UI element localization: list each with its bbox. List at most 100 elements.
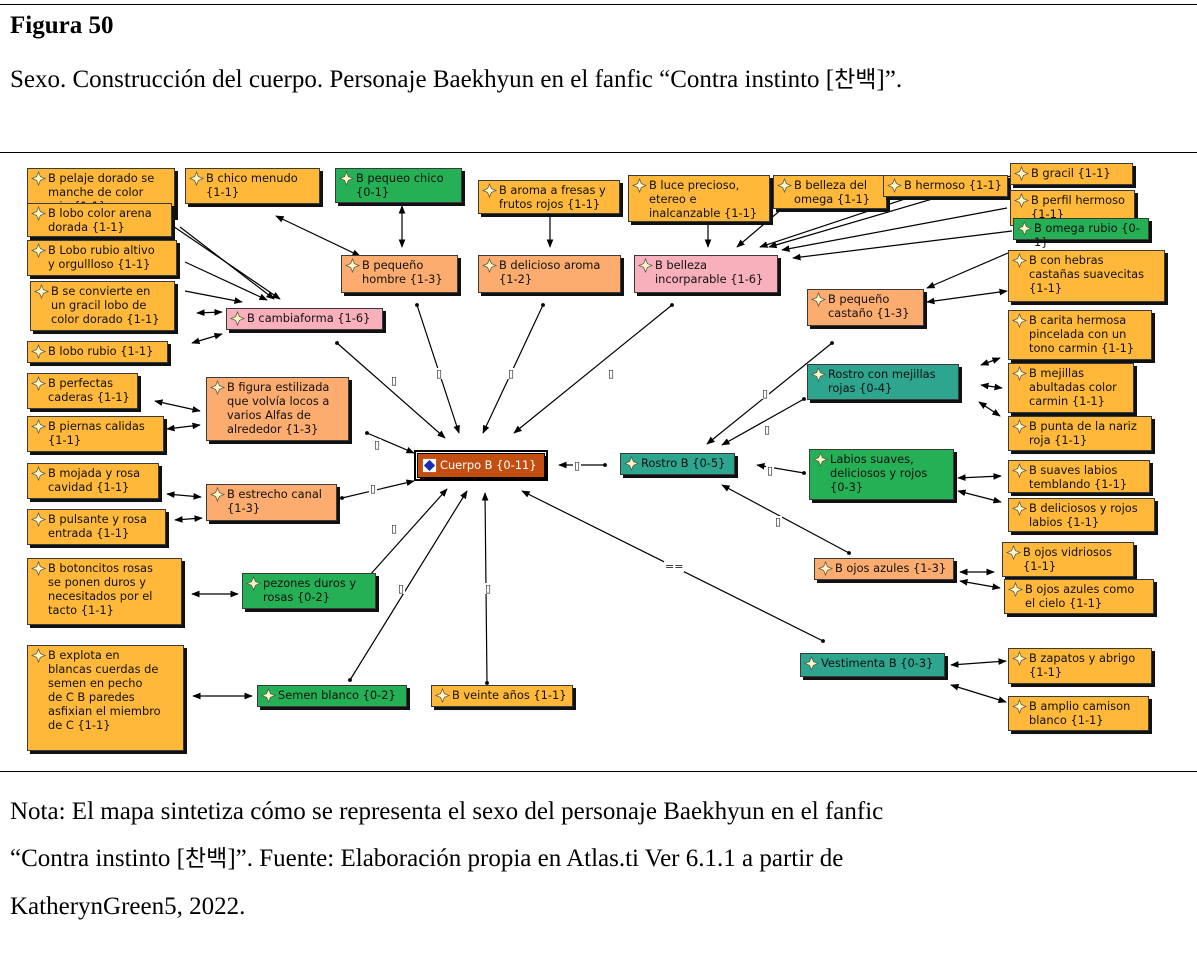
link-pezones-cuerpo: [367, 488, 448, 578]
node-label: B chico menudo {1-1}: [206, 171, 298, 199]
node-mojada-cavidad[interactable]: B mojada y rosa cavidad {1-1}: [27, 463, 159, 499]
node-label: B mejillas abultadas color carmin {1-1}: [1029, 366, 1117, 408]
node-lobo-rubio-altivo[interactable]: B Lobo rubio altivo y orgullloso {1-1}: [27, 240, 177, 276]
node-lobo-rubio[interactable]: B lobo rubio {1-1}: [27, 341, 168, 363]
node-label: Rostro B {0-5}: [641, 456, 726, 470]
node-label: B perfil hermoso {1-1}: [1031, 193, 1125, 221]
quotation-icon: [30, 465, 47, 482]
quotation-icon: [1013, 165, 1030, 182]
node-label: B mojada y rosa cavidad {1-1}: [48, 466, 141, 494]
node-cuerpo-b[interactable]: Cuerpo B {0-11}: [414, 450, 548, 481]
node-ojos-vidriosos[interactable]: B ojos vidriosos {1-1}: [1002, 542, 1134, 577]
node-luce-precioso[interactable]: B luce precioso, etereo e inalcanzable {…: [628, 175, 770, 222]
node-figura-estilizada[interactable]: B figura estilizada que volvía locos a v…: [206, 377, 349, 441]
note-text: “Contra instinto [: [10, 845, 185, 872]
quotation-icon: [1011, 418, 1028, 435]
link-hebras-castano-2: [926, 288, 1008, 305]
link-label: ▯: [390, 374, 399, 387]
node-label: B ojos azules como el cielo {1-1}: [1025, 582, 1135, 610]
node-mejillas-abultadas[interactable]: B mejillas abultadas color carmin {1-1}: [1008, 363, 1134, 413]
node-botoncitos-rosas[interactable]: B botoncitos rosas se ponen duros y nece…: [27, 558, 182, 625]
node-punta-nariz[interactable]: B punta de la nariz roja {1-1}: [1008, 416, 1152, 451]
note-text: ]”. Fuente: Elaboración propia en Atlas.…: [227, 845, 844, 872]
node-pequeno-hombre[interactable]: B pequeño hombre {1-3}: [341, 255, 458, 293]
link-label: ▯: [774, 515, 783, 528]
node-deliciosos-labios[interactable]: B deliciosos y rojos labios {1-1}: [1008, 498, 1155, 532]
quotation-icon: [817, 560, 834, 577]
figure-title: Sexo. Construcción del cuerpo. Personaje…: [10, 60, 902, 94]
node-chico-menudo[interactable]: B chico menudo {1-1}: [185, 168, 320, 204]
node-ojos-cielo[interactable]: B ojos azules como el cielo {1-1}: [1004, 579, 1154, 614]
figure-title-end: ]”.: [876, 66, 903, 93]
node-perfectas-caderas[interactable]: B perfectas caderas {1-1}: [27, 373, 138, 409]
link-label: ▯: [761, 387, 770, 400]
link-lobo-altivo-cambiaforma: [184, 261, 268, 301]
quotation-icon: [209, 486, 226, 503]
node-belleza-omega[interactable]: B belleza del omega {1-1}: [773, 175, 887, 209]
node-hebras-castanas[interactable]: B con hebras castañas suavecitas {1-1}: [1008, 250, 1165, 302]
link-semen-cuerpo: [348, 490, 468, 682]
link-labios-rostro: [756, 462, 806, 475]
node-hermoso[interactable]: B hermoso {1-1}: [883, 175, 1008, 197]
quotation-icon: [30, 560, 47, 577]
node-pezones[interactable]: pezones duros y rosas {0-2}: [242, 573, 376, 609]
node-rostro-b[interactable]: Rostro B {0-5}: [620, 453, 735, 475]
node-rostro-mejillas[interactable]: Rostro con mejillas rojas {0-4}: [807, 364, 959, 400]
node-delicioso-aroma[interactable]: B delicioso aroma {1-2}: [478, 255, 621, 293]
link-lobo-rubio-cambiaforma: [191, 332, 223, 345]
node-vestimenta[interactable]: Vestimenta B {0-3}: [800, 653, 945, 677]
node-aroma-fresas[interactable]: B aroma a fresas y frutos rojos {1-1}: [478, 180, 620, 214]
link-label: ▯: [390, 522, 399, 535]
node-lobo-arena[interactable]: B lobo color arena dorada {1-1}: [27, 203, 172, 237]
figure-number: Figura 50: [10, 12, 114, 39]
node-explota[interactable]: B explota en blancas cuerdas de semen en…: [27, 645, 184, 751]
quotation-icon: [344, 257, 361, 274]
quotation-icon: [810, 291, 827, 308]
quotation-icon: [30, 242, 47, 259]
node-estrecho-canal[interactable]: B estrecho canal {1-3}: [206, 484, 337, 521]
quotation-icon: [338, 170, 355, 187]
figure-title-text: Sexo. Construcción del cuerpo. Personaje…: [10, 66, 835, 93]
quotation-icon: [30, 343, 47, 360]
quotation-icon: [812, 451, 829, 468]
node-zapatos-abrigo[interactable]: B zapatos y abrigo {1-1}: [1008, 648, 1152, 684]
node-veinte-anos[interactable]: B veinte años {1-1}: [431, 685, 573, 707]
quotation-icon: [30, 511, 47, 528]
node-label: B deliciosos y rojos labios {1-1}: [1029, 501, 1138, 529]
quotation-icon: [30, 205, 47, 222]
node-ojos-azules[interactable]: B ojos azules {1-3}: [814, 558, 954, 580]
node-gracil[interactable]: B gracil {1-1}: [1010, 163, 1133, 185]
node-carita-hermosa[interactable]: B carita hermosa pincelada con un tono c…: [1008, 310, 1152, 360]
node-semen-blanco[interactable]: Semen blanco {0-2}: [257, 685, 407, 707]
node-label: B ojos azules {1-3}: [835, 561, 947, 575]
quotation-icon: [810, 366, 827, 383]
node-piernas-calidas[interactable]: B piernas calidas {1-1}: [27, 416, 164, 452]
quotation-icon: [1011, 650, 1028, 667]
node-label: B pequeño castaño {1-3}: [828, 292, 910, 320]
node-label: Vestimenta B {0-3}: [821, 656, 934, 670]
node-amplio-camison[interactable]: B amplio camison blanco {1-1}: [1008, 696, 1149, 731]
node-belleza-incomparable[interactable]: B belleza incorparable {1-6}: [634, 255, 778, 293]
link-figura-cuerpo: [365, 431, 415, 454]
node-pequeo-chico[interactable]: B pequeo chico {0-1}: [335, 168, 462, 203]
node-label: B omega rubio {0-1}: [1034, 221, 1140, 249]
link-label: ▯: [484, 582, 493, 595]
quotation-icon: [30, 170, 47, 187]
node-cambiaforma[interactable]: B cambiaforma {1-6}: [226, 308, 383, 330]
link-abultadas-mejillas: [980, 382, 1003, 391]
node-suaves-labios[interactable]: B suaves labios temblando {1-1}: [1008, 460, 1150, 493]
node-pulsante-entrada[interactable]: B pulsante y rosa entrada {1-1}: [27, 509, 166, 545]
link-label: ▯: [397, 582, 406, 595]
quotation-icon: [229, 310, 246, 327]
node-labios-suaves[interactable]: Labios suaves, deliciosos y rojos {0-3}: [809, 449, 954, 500]
node-label: B punta de la nariz roja {1-1}: [1029, 419, 1137, 447]
node-label: B veinte años {1-1}: [452, 688, 567, 702]
node-label: B Lobo rubio altivo y orgullloso {1-1}: [48, 243, 155, 271]
quotation-icon: [1011, 462, 1028, 479]
node-pequeno-castano[interactable]: B pequeño castaño {1-3}: [807, 289, 924, 326]
quotation-icon: [260, 687, 277, 704]
node-omega-rubio[interactable]: B omega rubio {0-1}: [1013, 218, 1149, 249]
node-se-convierte[interactable]: B se convierte en un gracil lobo de colo…: [30, 281, 175, 331]
node-label: B lobo color arena dorada {1-1}: [48, 206, 152, 234]
link-estrecho-cuerpo: [340, 479, 415, 500]
